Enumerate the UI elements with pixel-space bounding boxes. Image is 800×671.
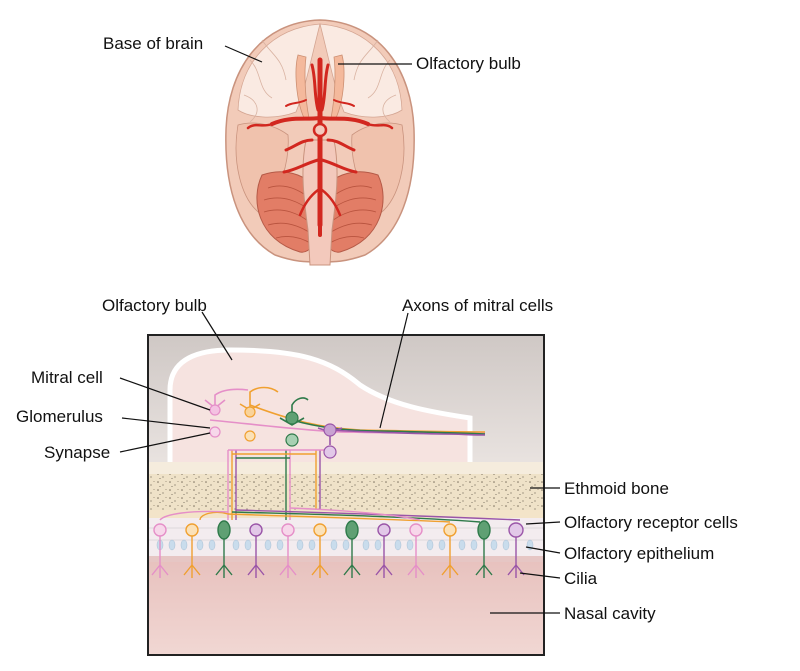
label-axons-of-mitral-cells: Axons of mitral cells [402,296,554,315]
receptor-cell [507,522,525,578]
receptor-cell [441,523,459,578]
receptor-cell [407,523,425,578]
label-olfactory-epithelium: Olfactory epithelium [564,544,715,563]
mitral-cell-axons [209,404,486,436]
receptor-cell [215,520,233,578]
receptor-cell [279,523,297,578]
label-olfactory-bulb: Olfactory bulb [102,296,207,315]
receptor-cell [343,520,361,578]
brain-base-illustration [225,19,415,266]
label-olfactory-bulb-top: Olfactory bulb [416,54,521,73]
receptor-cell [375,523,393,578]
receptor-cell [311,523,329,578]
label-olfactory-receptor-cells: Olfactory receptor cells [564,513,738,532]
olfactory-detail-panel [147,334,545,656]
receptor-cell [247,523,265,578]
receptor-cell [183,523,201,578]
mitral-cells [204,386,343,459]
label-cilia: Cilia [564,569,598,588]
label-mitral-cell: Mitral cell [31,368,103,387]
receptor-axons [159,449,521,523]
label-base-of-brain: Base of brain [103,34,204,53]
cerebral-arteries [246,57,394,237]
label-glomerulus: Glomerulus [16,407,103,426]
ethmoid-bone-layer [148,474,544,510]
label-ethmoid-bone: Ethmoid bone [564,479,669,498]
label-synapse: Synapse [44,443,111,462]
olfactory-epithelium-layer [148,518,544,558]
leader-lines [119,45,561,614]
receptor-cell [151,523,169,578]
label-nasal-cavity: Nasal cavity [564,604,656,623]
receptor-cell [475,520,493,578]
olfactory-receptor-cells [151,520,525,578]
